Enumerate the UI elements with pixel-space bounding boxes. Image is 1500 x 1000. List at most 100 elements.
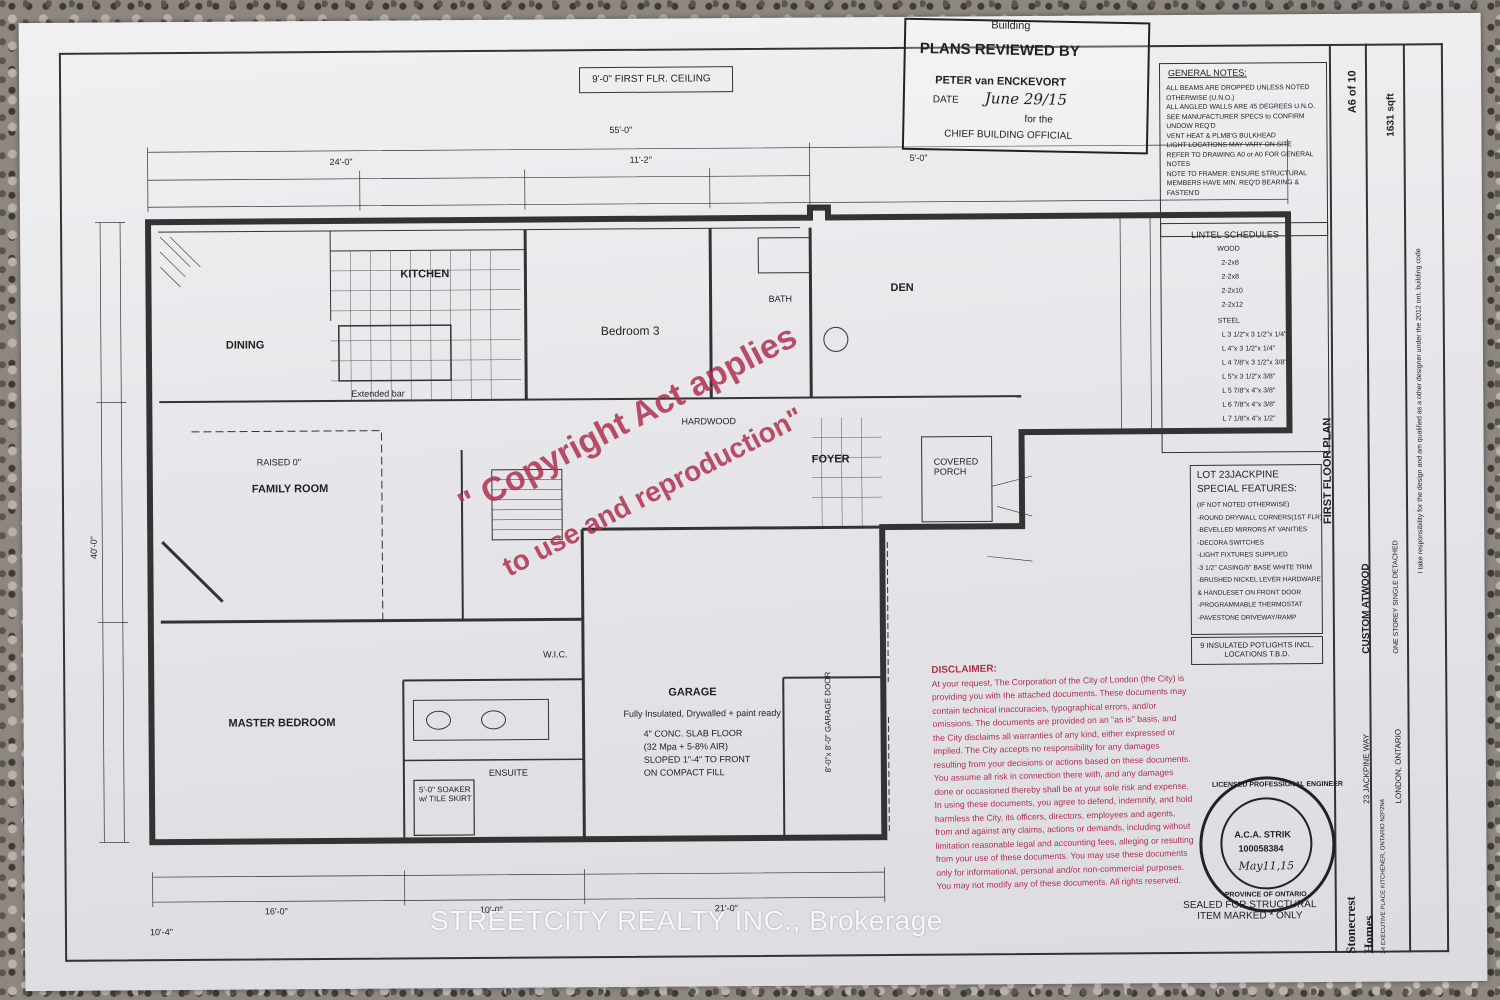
- sheet-number: A6 of 10: [1346, 70, 1359, 114]
- lintel-steel-7: L 7 1/8"x 4"x 1/2": [1222, 415, 1276, 423]
- label-raised: RAISED 0": [256, 457, 301, 468]
- lintel-wood-1: 2-2x8: [1221, 259, 1239, 267]
- lintel-steel-5: L 5 7/8"x 4"x 3/8": [1222, 387, 1276, 395]
- ensuite-soaker-note: 5'-0" SOAKER w/ TILE SKIRT: [418, 784, 472, 804]
- special-feature-item: -DECORA SWITCHES: [1197, 538, 1265, 547]
- special-feature-item: (IF NOT NOTED OTHERWISE): [1197, 501, 1290, 509]
- room-family: FAMILY ROOM: [251, 482, 329, 496]
- room-dining: DINING: [225, 339, 265, 352]
- floor-plan-drawing: [95, 139, 1293, 908]
- potlights-box: 9 INSULATED POTLIGHTS INCL. LOCATIONS T.…: [1190, 636, 1324, 665]
- dim-left-segment: 24'-0": [329, 156, 353, 167]
- special-feature-item: -ROUND DRYWALL CORNERS(1ST FLR): [1197, 513, 1323, 522]
- special-feature-item: -PROGRAMMABLE THERMOSTAT: [1197, 601, 1303, 609]
- potlights-note: 9 INSULATED POTLIGHTS INCL. LOCATIONS T.…: [1200, 640, 1314, 659]
- special-feature-item: -BRUSHED NICKEL LEVER HARDWARE: [1197, 576, 1321, 584]
- stamp-date-label: DATE: [932, 94, 959, 106]
- lintel-wood-2: 2-2x8: [1221, 273, 1239, 281]
- lintel-schedule-box: LINTEL SCHEDULES WOOD 2-2x8 2-2x8 2-2x10…: [1160, 221, 1330, 454]
- room-kitchen: KITCHEN: [400, 268, 450, 281]
- special-feature-item: -PAVESTONE DRIVEWAY/RAMP: [1197, 613, 1297, 622]
- drawing-title: FIRST FLOOR PLAN: [1321, 417, 1335, 525]
- engineer-seal: LICENSED PROFESSIONAL ENGINEER A.C.A. ST…: [1198, 775, 1343, 913]
- garage-door-note: 8'-0"x 8'-0" GARAGE DOOR: [823, 671, 833, 773]
- lintel-title: LINTEL SCHEDULES: [1191, 229, 1279, 240]
- ceiling-note-box: 9'-0" FIRST FLR. CEILING: [578, 66, 734, 94]
- seal-engineer-name: A.C.A. STRIK: [1234, 829, 1291, 840]
- lintel-steel-label: STEEL: [1217, 317, 1240, 325]
- stamp-date-value: June 29/15: [984, 89, 1068, 109]
- dim-overall-depth: 40'-0": [88, 536, 99, 560]
- general-note-item: SEE MANUFACTURER SPECS to CONFIRM UNDOW …: [1166, 112, 1305, 131]
- general-notes-box: GENERAL NOTES: ALL BEAMS ARE DROPPED UNL…: [1158, 61, 1329, 238]
- disclaimer-block: DISCLAIMER: At your request, The Corpora…: [931, 658, 1195, 894]
- dim-right-segment: 5'-0": [909, 152, 928, 163]
- special-feature-item: -LIGHT FIXTURES SUPPLIED: [1197, 551, 1288, 559]
- general-note-item: NOTE TO FRAMER: ENSURE STRUCTURAL MEMBER…: [1166, 169, 1307, 197]
- garage-note-3: (32 Mpa + 5-8% AIR): [643, 741, 729, 752]
- ceiling-note: 9'-0" FIRST FLR. CEILING: [592, 73, 711, 86]
- company-name-line-1: Stonecrest: [1342, 896, 1359, 954]
- dim-mid-segment: 11'-2": [629, 154, 652, 165]
- room-bath: BATH: [768, 293, 792, 304]
- lintel-steel-4: L 5"x 3 1/2"x 3/8": [1222, 373, 1276, 381]
- lintel-wood-label: WOOD: [1217, 245, 1240, 253]
- label-extended-bar: Extended bar: [351, 388, 405, 399]
- plans-reviewed-stamp: Building PLANS REVIEWED BY PETER van ENC…: [901, 17, 1151, 155]
- stamp-for-the: for the: [1024, 114, 1053, 126]
- dim-overall-width: 55'-0": [609, 124, 633, 135]
- general-notes-list: ALL BEAMS ARE DROPPED UNLESS NOTED OTHER…: [1166, 83, 1322, 198]
- room-foyer: FOYER: [811, 453, 850, 466]
- seal-date: May11,15: [1238, 859, 1295, 873]
- garage-note-4: SLOPED 1"-4" TO FRONT: [643, 754, 751, 765]
- special-feature-item: & HANDLESET ON FRONT DOOR: [1197, 588, 1302, 597]
- stamp-building: Building: [991, 19, 1031, 33]
- model-type: ONE STOREY SINGLE DETACHED: [1392, 540, 1401, 654]
- dim-bottom-far: 10'-4": [149, 927, 173, 938]
- room-porch: COVERED PORCH: [933, 456, 979, 477]
- lintel-steel-3: L 4 7/8"x 3 1/2"x 3/8": [1222, 359, 1287, 367]
- lintel-steel-2: L 4"x 3 1/2"x 1/4": [1221, 345, 1276, 353]
- floor-plan-sheet: Building PLANS REVIEWED BY PETER van ENC…: [18, 12, 1488, 992]
- room-den: DEN: [890, 281, 914, 295]
- seal-number: 100058384: [1238, 843, 1284, 854]
- seal-outer-top: LICENSED PROFESSIONAL ENGINEER: [1211, 780, 1343, 789]
- label-hardwood: HARDWOOD: [681, 416, 736, 427]
- lintel-steel-6: L 6 7/8"x 4"x 3/8": [1222, 401, 1276, 409]
- seal-outer-bottom: PROVINCE OF ONTARIO: [1224, 891, 1307, 899]
- garage-note-2: 4" CONC. SLAB FLOOR: [643, 728, 743, 739]
- room-bedroom-3: Bedroom 3: [600, 323, 660, 339]
- stamp-title: PLANS REVIEWED BY: [919, 40, 1080, 61]
- special-features-box: LOT 23JACKPINE SPECIAL FEATURES: (IF NOT…: [1189, 464, 1323, 635]
- project-address: 23 JACKPINE WAY: [1361, 733, 1372, 804]
- company-address: 24 EXECUTIVE PLACE KITCHENER, ONTARIO N2…: [1380, 798, 1388, 954]
- special-features-lot: LOT 23JACKPINE: [1196, 469, 1279, 481]
- lintel-steel-1: L 3 1/2"x 3 1/2"x 1/4": [1221, 331, 1287, 339]
- general-notes-title: GENERAL NOTES:: [1167, 67, 1247, 79]
- general-note-item: ALL ANGLED WALLS ARE 45 DEGREES U.N.O.: [1166, 103, 1315, 112]
- company-name-line-2: Homes: [1360, 915, 1377, 954]
- room-master-bedroom: MASTER BEDROOM: [228, 716, 336, 730]
- dim-bottom-left: 16'-0": [264, 906, 288, 917]
- disclaimer-body: At your request, The Corporation of the …: [931, 672, 1194, 891]
- room-wic: W.I.C.: [543, 649, 568, 660]
- special-feature-item: -3 1/2" CASING/5" BASE WHITE TRIM: [1197, 563, 1312, 572]
- room-ensuite: ENSUITE: [488, 767, 528, 778]
- general-note-item: REFER TO DRAWING A0 or A0 FOR GENERAL NO…: [1166, 150, 1314, 169]
- brokerage-watermark: STREETCITY REALTY INC., Brokerage: [430, 905, 943, 936]
- floor-area: 1631 sqft: [1385, 93, 1397, 137]
- lintel-wood-4: 2-2x12: [1221, 301, 1244, 309]
- special-features-title: SPECIAL FEATURES:: [1196, 483, 1297, 495]
- room-garage: GARAGE: [668, 686, 717, 699]
- garage-note-5: ON COMPACT FILL: [643, 767, 725, 778]
- special-features-list: (IF NOT NOTED OTHERWISE) -ROUND DRYWALL …: [1197, 499, 1323, 625]
- sealed-structural-note: SEALED FOR STRUCTURAL ITEM MARKED * ONLY: [1183, 899, 1317, 922]
- general-note-item: ALL BEAMS ARE DROPPED UNLESS NOTED OTHER…: [1166, 84, 1310, 102]
- stamp-reviewer-name: PETER van ENCKEVORT: [935, 74, 1067, 89]
- seal-inner-ring: A.C.A. STRIK 100058384 May11,15: [1220, 797, 1313, 890]
- garage-note-1: Fully Insulated, Drywalled + paint ready: [623, 707, 781, 719]
- special-feature-item: -BEVELLED MIRRORS AT VANITIES: [1197, 526, 1308, 534]
- project-city: LONDON, ONTARIO: [1393, 728, 1404, 804]
- model-name: CUSTOM ATWOOD: [1360, 563, 1373, 654]
- stamp-official: CHIEF BUILDING OFFICIAL: [944, 128, 1073, 142]
